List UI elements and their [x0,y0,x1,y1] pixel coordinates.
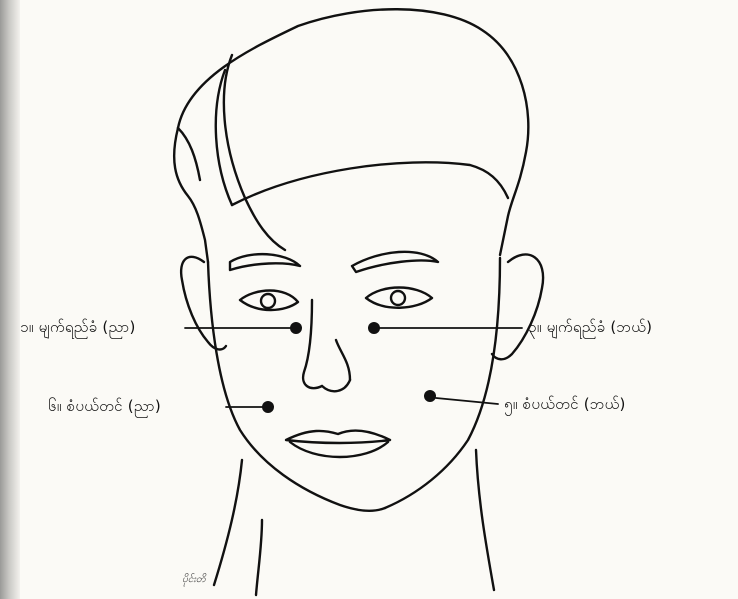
upper-lip [286,431,390,443]
neck-line [256,520,262,595]
hairline [232,162,508,205]
neck-right [476,450,494,590]
label-right-lower: ၅။ စံပယ်တင် (ဘယ်) [504,395,626,413]
leader-line-right-lower [436,398,498,404]
hair-lock [178,128,200,180]
point-dot-right-lower [424,390,436,402]
nose-tip [322,380,350,391]
jaw-right [385,258,500,508]
label-right-upper: ၃။ မျက်ရည်ခံ (ဘယ်) [528,318,652,336]
lower-lip [290,442,388,457]
label-left-lower: ၆။ စံပယ်တင် (ညာ) [48,397,161,415]
point-dot-left-upper [290,322,302,334]
artist-signature: ပိုင်းတိ [182,572,206,587]
left-ear [181,257,226,350]
left-eye-iris [391,291,405,305]
label-left-upper: ၁။ မျက်ရည်ခံ (ညာ) [20,318,136,336]
hair-outline [178,9,528,255]
right-eyebrow-drawn [230,254,300,270]
neck-left [214,460,242,585]
nose-bridge [303,300,322,388]
right-eye-iris [261,294,275,308]
point-dot-right-upper [368,322,380,334]
point-dot-left-lower [262,401,274,413]
left-eyebrow-drawn [352,252,438,272]
nose-wing [336,340,350,380]
hair-swoop [224,55,285,250]
